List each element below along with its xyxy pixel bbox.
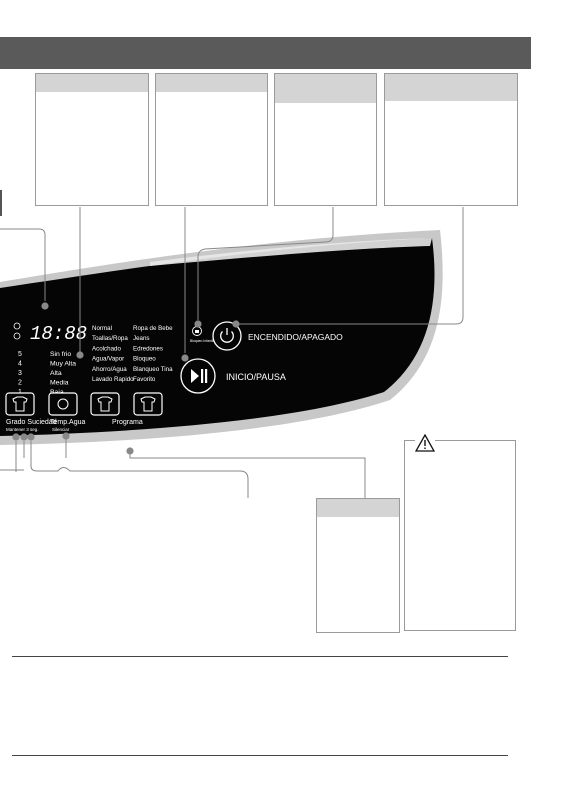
program-label: Favorito xyxy=(133,376,156,383)
start-pause-label: INICIO/PAUSA xyxy=(226,372,286,382)
callout-leader-lines xyxy=(0,207,464,498)
divider-top xyxy=(12,656,508,657)
program-label: Ropa de Bebe xyxy=(133,325,173,332)
temp-option-label: Muy Alta xyxy=(50,361,76,368)
power-button[interactable] xyxy=(212,321,242,351)
program-button-label: Programa xyxy=(112,419,143,426)
warning-icon xyxy=(415,434,435,452)
display-indicator-icon xyxy=(13,322,21,330)
callout-box-3 xyxy=(274,73,377,206)
callout-dots xyxy=(12,302,240,455)
shirt-icon xyxy=(12,396,28,412)
section-header-bar xyxy=(0,37,531,69)
time-display-value: 18:88 xyxy=(30,323,87,345)
soil-button-label: Grado Suciedad xyxy=(6,419,57,426)
callout-box-4 xyxy=(384,73,518,206)
program-label: Agua/Vapor xyxy=(92,356,124,363)
soil-level-label: 2 xyxy=(18,380,22,387)
callout-box-5 xyxy=(316,498,400,633)
soil-level-label: 3 xyxy=(18,370,22,377)
power-label: ENCENDIDO/APAGADO xyxy=(248,332,343,342)
callout-box-2 xyxy=(155,73,268,206)
temp-button-sublabel: Silenciar xyxy=(52,427,70,432)
power-icon xyxy=(220,331,234,343)
program-label: Normal xyxy=(92,325,112,332)
program-button-1[interactable] xyxy=(90,392,120,416)
temp-button-label: Temp.Agua xyxy=(50,419,86,426)
program-label: Jeans xyxy=(133,335,150,342)
divider-bottom xyxy=(12,755,508,756)
play-pause-icon xyxy=(191,369,199,383)
child-lock-label: Bloqueo Infantil xyxy=(190,339,214,343)
program-label: Acolchado xyxy=(92,345,121,352)
shirt-icon xyxy=(97,396,113,412)
soil-levels: 54321 xyxy=(18,351,22,396)
program-label: Bloqueo xyxy=(133,356,156,363)
program-column-2: Ropa de BebeJeansEdredonesBloqueoBlanque… xyxy=(133,325,173,383)
temp-button[interactable] xyxy=(48,392,78,416)
program-button-2[interactable] xyxy=(133,392,163,416)
soil-button[interactable] xyxy=(5,392,35,416)
warning-box xyxy=(404,434,516,631)
time-display xyxy=(27,322,83,341)
shirt-icon xyxy=(140,396,156,412)
callout-box-1 xyxy=(35,73,149,206)
program-label: Lavado Rapido xyxy=(92,376,134,383)
soil-level-label: 5 xyxy=(18,351,22,358)
program-label: Toallas/Ropa xyxy=(92,335,128,342)
temp-option-label: Sin frio xyxy=(50,351,71,358)
temp-option-label: Media xyxy=(50,380,69,387)
temp-option-label: Alta xyxy=(50,370,62,377)
program-column-1: NormalToallas/RopaAcolchadoAgua/VaporAho… xyxy=(92,325,134,383)
soil-level-label: 4 xyxy=(18,361,22,368)
thermometer-icon xyxy=(57,398,69,410)
program-label: Ahorro/Agua xyxy=(92,366,127,373)
start-pause-button[interactable] xyxy=(180,358,216,394)
soil-button-sublabel: Mantener 3 seg. xyxy=(6,427,39,432)
clock-indicator-icon xyxy=(13,332,21,340)
program-label: Blanqueo Tina xyxy=(133,366,173,373)
program-label: Edredones xyxy=(133,345,163,352)
